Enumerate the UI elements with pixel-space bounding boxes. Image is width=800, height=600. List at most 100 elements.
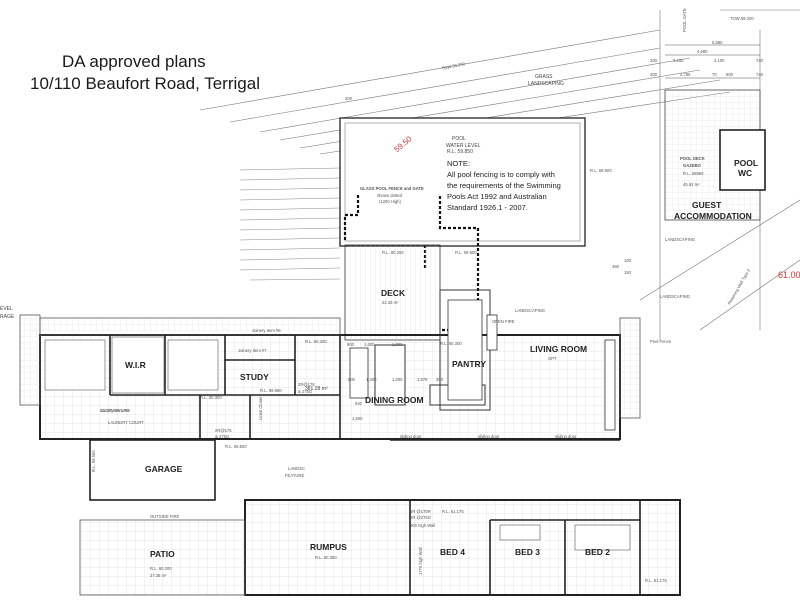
sliding-door-2: sliding door [478, 434, 500, 439]
dim-1000: 1,000 [392, 342, 403, 347]
dim-2100b: 2,100 [714, 58, 725, 63]
lower-wing [79, 499, 681, 596]
dim-1000b: 1,000 [392, 377, 403, 382]
dim-740a: 740 [756, 58, 764, 63]
rumpus-rl: R.L. 60.300 [315, 555, 337, 560]
garage-label: GARAGE [145, 464, 183, 474]
steps-lower-2: 4R @275G [410, 515, 431, 520]
open-fire-label: OPEN FIRE [492, 319, 515, 324]
plan-title-line1: DA approved plans [62, 52, 206, 71]
dim-150: 150 [624, 270, 632, 275]
grass-label: GRASS [535, 74, 553, 80]
red-level-right: 61.00 [778, 270, 800, 280]
pool-wc-area [719, 129, 766, 191]
pool-wc-label-1: POOL [734, 158, 758, 168]
rl-guest-left: R.L. 59.900 [590, 168, 612, 173]
patio-area: 27.36 m² [150, 573, 167, 578]
pool-wc-label-2: WC [738, 168, 752, 178]
stairs-lines [239, 167, 341, 281]
landscaping-label-mid: LANDSCAPING [515, 308, 545, 313]
dim-300: 300 [436, 377, 444, 382]
pool-deck-area-value: 45.62 m² [683, 182, 700, 187]
rl-deck-right: R.L. 59.900 [455, 250, 477, 255]
main-area: 381.28 m² [305, 386, 328, 392]
dim-2765: 2,765 [680, 72, 691, 77]
wir-label: W.I.R [125, 360, 146, 370]
bed3-label: BED 3 [515, 547, 540, 557]
joinery-6: Joinery Item #6 [100, 408, 129, 413]
landscaping-label-right: LANDSCAPING [665, 237, 695, 242]
rl-study: R.L. 60.300 [200, 395, 222, 400]
pool-note-line-2: the requirements of the Swimming [447, 181, 561, 190]
rl-lower: R.L. 61.175 [442, 509, 464, 514]
deck-area-value: 22.43 m² [382, 300, 399, 305]
sliding-door-3: sliding door [555, 434, 577, 439]
dim-2100a: 2,100 [673, 58, 684, 63]
deck-label: DECK [381, 288, 406, 298]
living-room-sub: OPT [548, 356, 557, 361]
pool-deck-label-1: POOL DECK [680, 156, 705, 161]
deck-area [344, 244, 441, 341]
high-wall-2: 1775 high Wall [418, 547, 423, 575]
dim-1875: 1,875 [417, 377, 428, 382]
dim-1500: 1,500 [352, 416, 363, 421]
r200-label: 200 [345, 96, 353, 101]
landscaping-label-far: LANDSCAPING [660, 294, 690, 299]
site-boundary-lines [199, 9, 800, 340]
high-wall-1: 900 high Wall [410, 523, 435, 528]
joinery-7: Joinery Item #7 [238, 348, 267, 353]
plan-title-line2: 10/110 Beaufort Road, Terrigal [30, 74, 260, 93]
clothes-line-label: CLOTHES LINE [100, 408, 130, 413]
guest-label-2: ACCOMMODATION [674, 211, 752, 221]
patio-rl: R.L. 60.200 [150, 566, 172, 571]
steps-label-3: 2R@175 [215, 428, 232, 433]
pool-shape [339, 117, 586, 247]
landsc-feature-1: LANDSC [288, 466, 305, 471]
pool-deck-rl: R.L. 59950 [683, 171, 704, 176]
rl-living: R.L. 60.300 [440, 341, 462, 346]
rl-laundry: R.L. 59.600 [225, 444, 247, 449]
pool-deck-label-2: GAZEBO [683, 163, 702, 168]
linen-closet: Linen Closet [258, 396, 263, 420]
pantry-label: PANTRY [452, 359, 486, 369]
dining-room-label: DINING ROOM [365, 395, 424, 405]
dim-740b: 740 [756, 72, 764, 77]
dim-1600: 1,600 [364, 342, 375, 347]
tow-label-1: TOW 59.200 [441, 61, 466, 71]
dim-4680: 4,680 [697, 49, 708, 54]
rl-bed2: R.L. 61.175 [645, 578, 667, 583]
pool-rl: R.L. 59.850 [447, 149, 473, 155]
joinery-8: Joinery Item #8 [252, 328, 281, 333]
grass-landscaping-label: LANDSCAPING [528, 81, 564, 87]
sliding-door-1: sliding door [400, 434, 422, 439]
dim-1400: 1,400 [366, 377, 377, 382]
pool-note-line-4: Standard 1926.1 - 2007. [447, 203, 528, 212]
bed4-label: BED 4 [440, 547, 465, 557]
laundry-court-label: LAUNDRY COURT [108, 420, 144, 425]
dim-600b: 600 [726, 72, 734, 77]
rl-garage: R.L. 59.550 [91, 450, 96, 472]
dim-200b: 200 [650, 72, 658, 77]
landsc-feature-2: FEATURE [285, 473, 304, 478]
top-dims [665, 44, 760, 79]
garage-area [89, 439, 216, 501]
steps-lower-1: 5R @175R [410, 509, 431, 514]
dim-100: 100 [624, 258, 632, 263]
pool-note-line-3: Pools Act 1992 and Australian [447, 192, 547, 201]
rumpus-label: RUMPUS [310, 542, 347, 552]
bed2-label: BED 2 [585, 547, 610, 557]
pool-note-line-1: All pool fencing is to comply with [447, 170, 555, 179]
steps-label-4: & 275G [215, 434, 229, 439]
glass-fence-label-3: (1200 High) [379, 199, 401, 204]
steps-label-2: & 275G [298, 389, 312, 394]
rl-hall: R.L. 59.950 [260, 388, 282, 393]
deck-rl: R.L. 60.250 [382, 250, 404, 255]
rl-main-top: R.L. 60.300 [305, 339, 327, 344]
steps-label-1: 2R@175 [298, 382, 315, 387]
retaining-wall-label: Retaining Wall Type 2 [727, 267, 752, 305]
outside-fire-label: OUTSIDE FIRE [150, 514, 180, 519]
dim-600: 600 [347, 342, 355, 347]
wir-area [111, 336, 165, 394]
tow-label-2: TOW 59.200 [730, 16, 754, 21]
